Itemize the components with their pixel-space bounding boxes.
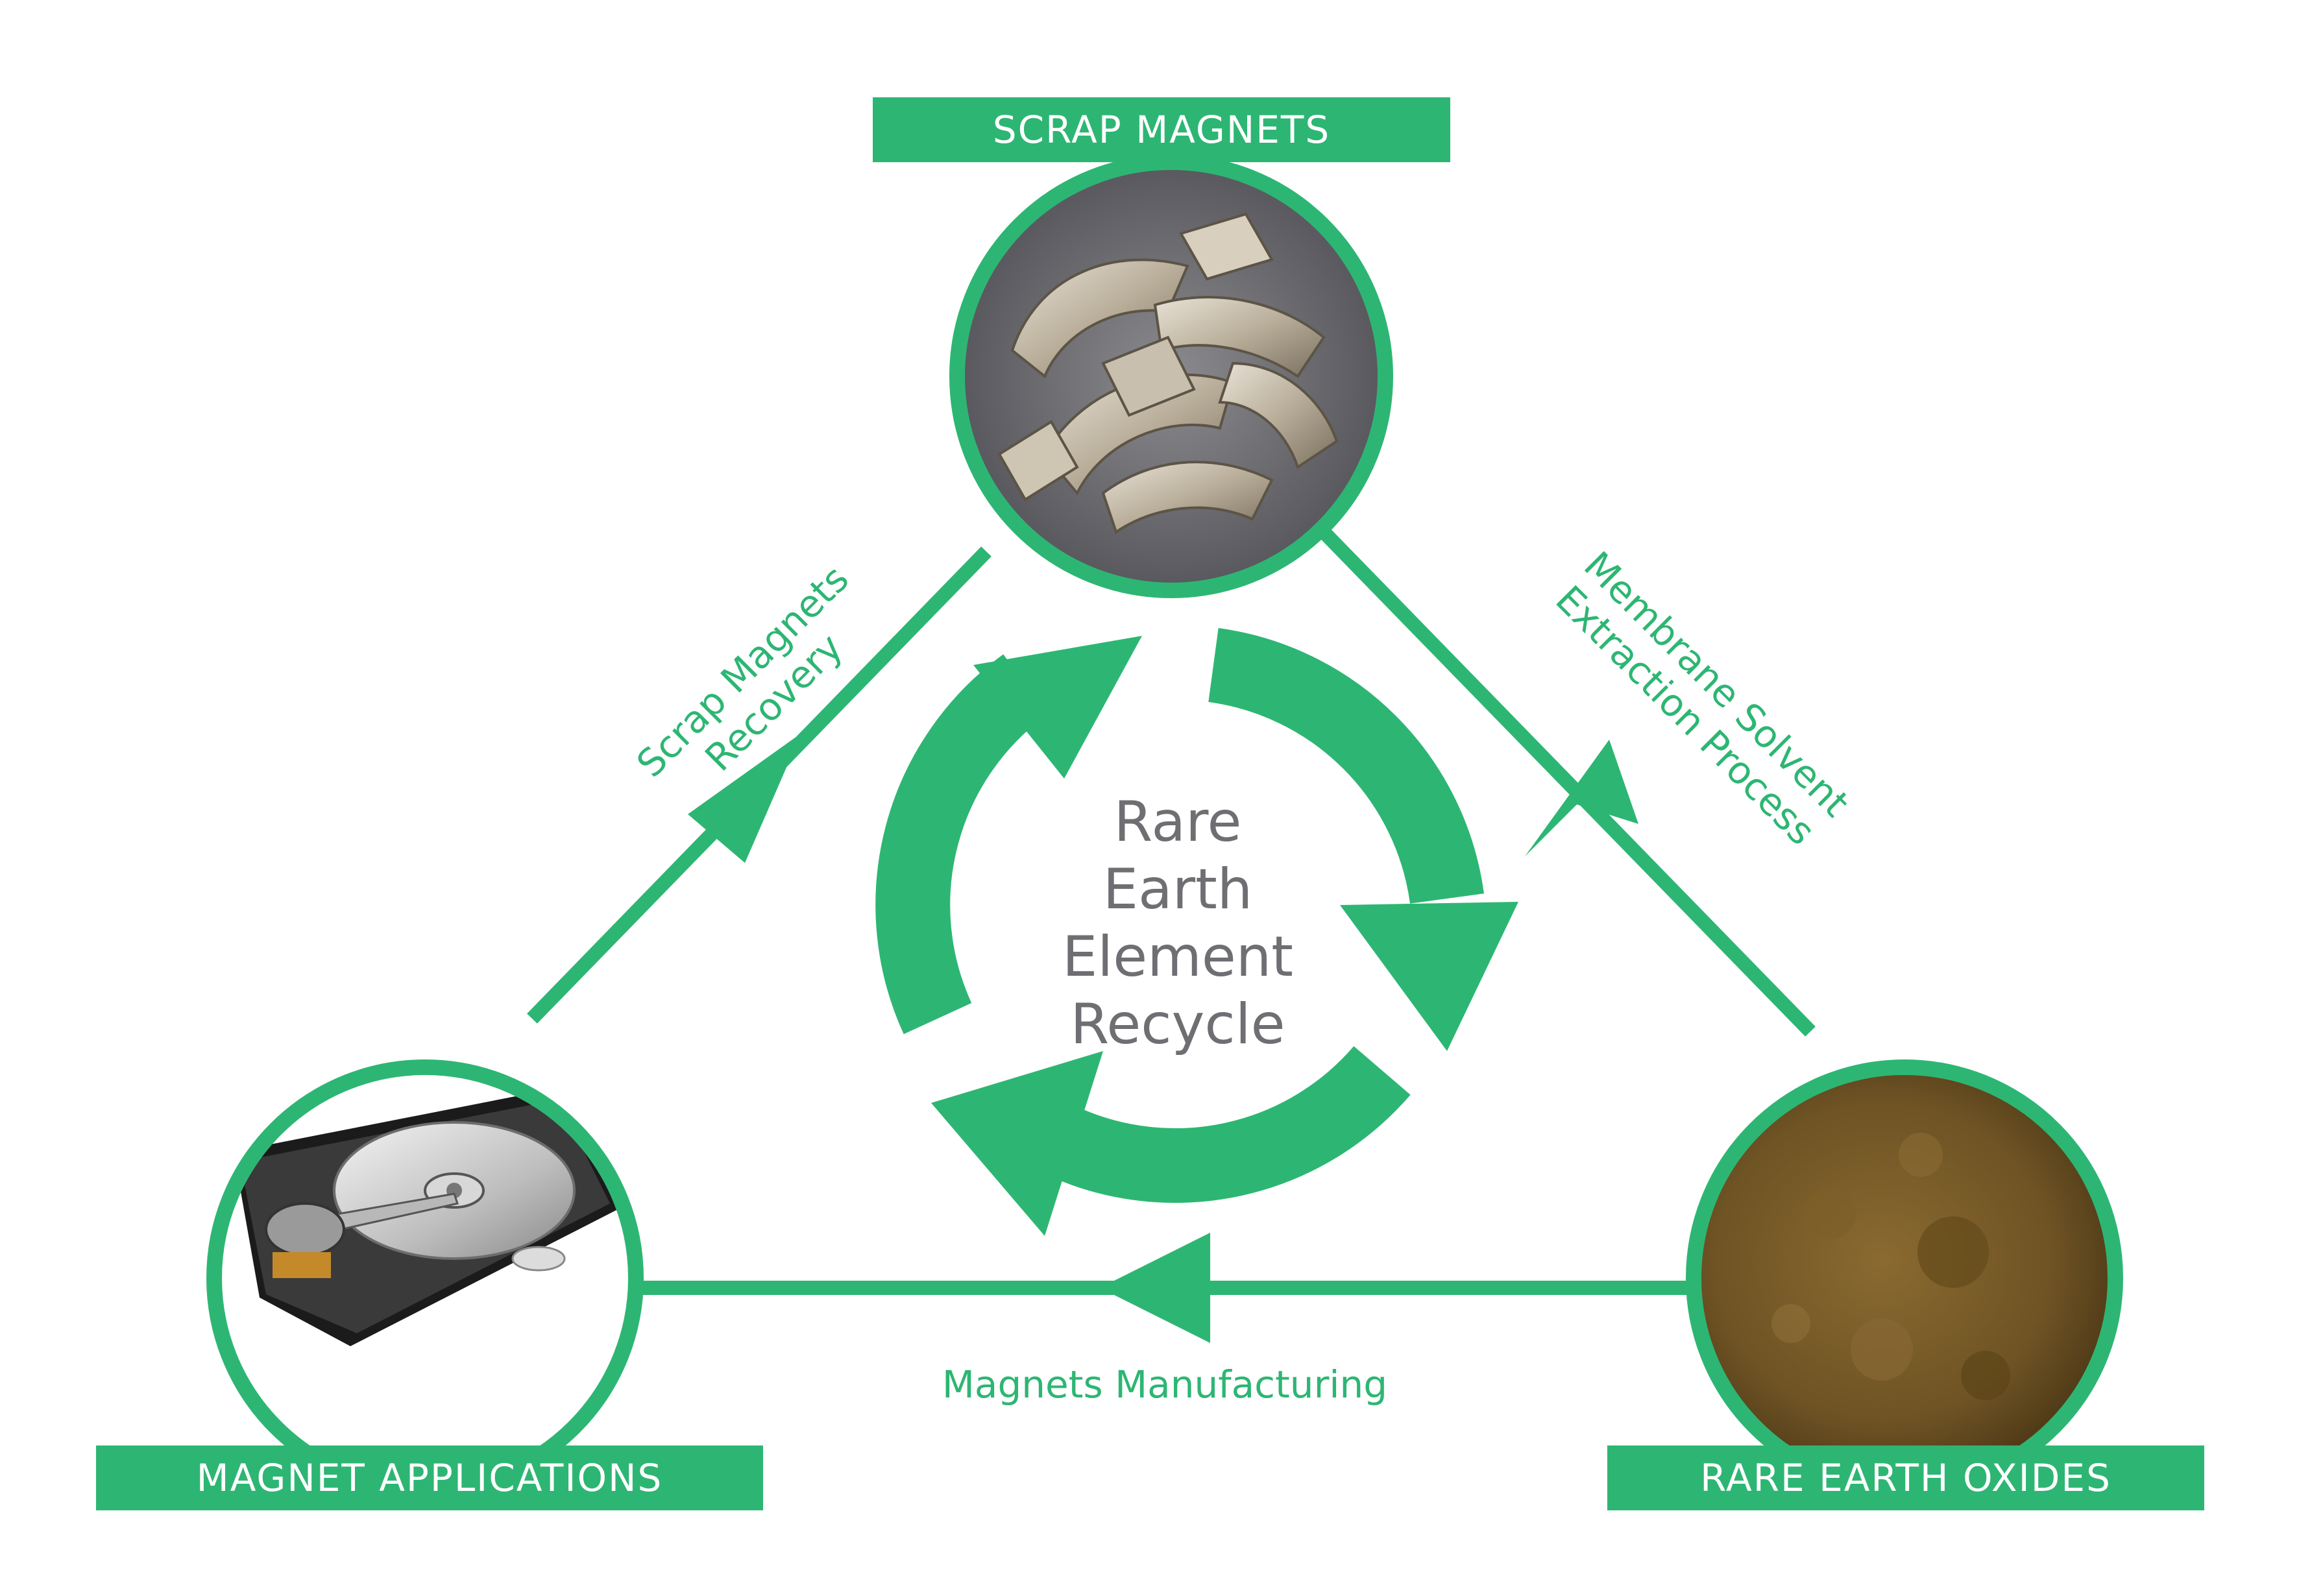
arrowhead-extraction — [1525, 740, 1638, 856]
label-scrap-magnets-text: SCRAP MAGNETS — [992, 108, 1331, 152]
arrowhead-manufacturing — [1100, 1233, 1210, 1343]
recycle-arrowhead-left — [973, 636, 1142, 779]
recycle-arrowhead-right — [1340, 902, 1518, 1051]
edge-label-manufacturing: Magnets Manufacturing — [824, 1362, 1505, 1414]
recycle-arrowhead-bottom — [931, 1051, 1103, 1236]
edge-extraction-line — [1319, 527, 1816, 1037]
label-magnet-applications-text: MAGNET APPLICATIONS — [196, 1456, 663, 1500]
recycle-arc-left — [875, 654, 1048, 1034]
arrowhead-recovery — [688, 733, 801, 863]
center-title: Rare Earth Element Recycle — [980, 788, 1376, 1061]
label-rare-earth-oxides-text: RARE EARTH OXIDES — [1700, 1456, 2111, 1500]
center-title-line3: Element — [1062, 925, 1294, 989]
center-recycle-arrows — [875, 628, 1484, 1203]
label-rare-earth-oxides: RARE EARTH OXIDES — [1607, 1445, 2204, 1510]
recycle-arc-right — [1208, 628, 1484, 904]
label-scrap-magnets: SCRAP MAGNETS — [873, 97, 1450, 162]
node-rare-earth-oxides-photo — [1686, 1059, 2123, 1497]
node-magnet-applications-photo — [206, 1059, 644, 1497]
center-title-line1: Rare — [1113, 790, 1242, 854]
recycle-arc-bottom — [1049, 1046, 1411, 1203]
edge-label-manufacturing-line1: Magnets Manufacturing — [942, 1362, 1388, 1407]
node-scrap-magnets-photo — [949, 154, 1393, 598]
label-magnet-applications: MAGNET APPLICATIONS — [96, 1445, 763, 1510]
center-title-line4: Recycle — [1070, 992, 1285, 1057]
center-title-line2: Earth — [1102, 857, 1253, 922]
